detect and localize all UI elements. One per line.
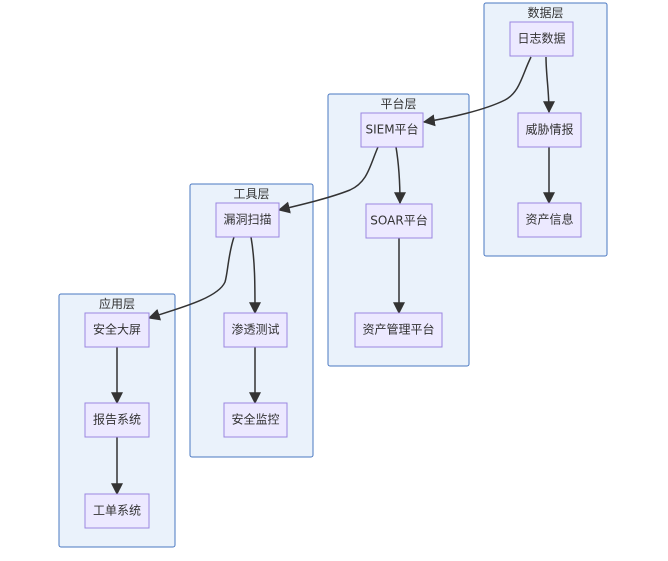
node-report-sys[interactable]: 报告系统 — [84, 402, 150, 438]
node-ticket-sys[interactable]: 工单系统 — [84, 493, 150, 529]
node-pentest[interactable]: 渗透测试 — [223, 312, 288, 348]
cluster-tools-layer-label: 工具层 — [233, 187, 269, 201]
cluster-platform-layer-label: 平台层 — [380, 96, 416, 111]
node-threat-intel-label: 威胁情报 — [525, 122, 573, 137]
node-siem[interactable]: SIEM平台 — [360, 112, 424, 148]
edge-siem-to-vuln-scan — [277, 146, 379, 214]
node-sec-screen-label: 安全大屏 — [93, 322, 141, 337]
edge-vuln-scan-to-pentest — [248, 236, 261, 315]
node-threat-intel[interactable]: 威胁情报 — [517, 112, 582, 148]
node-asset-mgmt[interactable]: 资产管理平台 — [354, 312, 443, 348]
node-vuln-scan-label: 漏洞扫描 — [223, 213, 271, 227]
node-pentest-label: 渗透测试 — [231, 322, 279, 337]
node-asset-mgmt-label: 资产管理平台 — [362, 322, 434, 337]
edge-siem-to-soar — [393, 146, 406, 205]
node-log-data-label: 日志数据 — [517, 31, 565, 46]
node-soar-label: SOAR平台 — [370, 213, 427, 228]
node-log-data[interactable]: 日志数据 — [509, 21, 574, 57]
node-asset-info[interactable]: 资产信息 — [517, 202, 582, 238]
cluster-app-layer-label: 应用层 — [99, 296, 135, 311]
node-ticket-sys-label: 工单系统 — [93, 504, 141, 518]
node-vuln-scan[interactable]: 漏洞扫描 — [215, 202, 280, 238]
node-asset-info-label: 资产信息 — [525, 212, 573, 227]
edge-vuln-scan-to-screen — [147, 236, 235, 321]
node-soar[interactable]: SOAR平台 — [365, 203, 433, 239]
edge-log-to-siem — [422, 56, 532, 127]
edge-log-to-threat — [542, 56, 555, 114]
cluster-data-layer-label: 数据层 — [527, 5, 563, 20]
edges — [111, 56, 555, 496]
node-sec-screen[interactable]: 安全大屏 — [84, 312, 150, 348]
node-siem-label: SIEM平台 — [365, 122, 418, 137]
node-sec-monitor[interactable]: 安全监控 — [223, 402, 288, 438]
node-sec-monitor-label: 安全监控 — [231, 412, 279, 427]
node-report-sys-label: 报告系统 — [93, 412, 141, 427]
